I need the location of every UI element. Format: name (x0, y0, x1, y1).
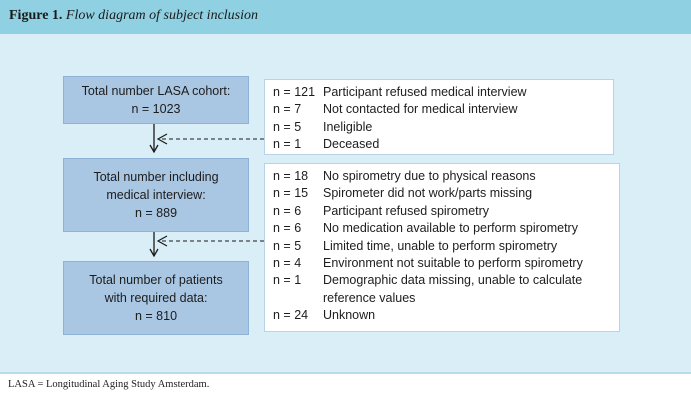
exclusion-reason: Unknown (323, 308, 376, 323)
exclusion-row: n = 5 Ineligible (273, 119, 613, 136)
dashed-arrowhead-1 (156, 133, 168, 145)
box-lasa-cohort-line-1: Total number LASA cohort: (81, 84, 231, 98)
exclusion-count: n = 4 (273, 256, 302, 271)
exclusion-count: n = 5 (273, 119, 302, 134)
exclusion-count (273, 290, 323, 307)
exclusion-row: n = 18 No spirometry due to physical reas… (273, 168, 619, 185)
exclusion-count: n = 24 (273, 308, 309, 323)
figure-title: Flow diagram of subject inclusion (65, 8, 259, 23)
box-required-data-line-3: n = 810 (134, 309, 178, 323)
box-required-data-line-1: Total number of patients (89, 273, 223, 287)
exclusion-row: n = 7 Not contacted for medical interview (273, 101, 613, 118)
exclusion-reason: Participant refused medical interview (323, 85, 527, 99)
figure-label: Figure 1. (9, 8, 63, 23)
exclusion-row: n = 6 No medication available to perform … (273, 220, 619, 237)
box-lasa-cohort-line-2: n = 1023 (131, 102, 181, 116)
exclusion-count: n = 6 (273, 221, 302, 236)
exclusion-box-2: n = 18 No spirometry due to physical reas… (264, 163, 620, 332)
footer-divider (0, 372, 691, 374)
exclusion-reason: Spirometer did not work/parts missing (323, 186, 533, 201)
exclusion-count: n = 7 (273, 102, 302, 117)
exclusion-count: n = 6 (273, 203, 302, 218)
box-required-data: Total number of patients with required d… (63, 261, 249, 335)
exclusion-reason: Deceased (323, 137, 380, 152)
exclusion-reason: Not contacted for medical interview (323, 102, 518, 117)
exclusion-count: n = 121 (273, 85, 316, 99)
exclusion-reason: Demographic data missing, unable to calc… (323, 273, 583, 288)
box-medical-interview-line-1: Total number including (93, 170, 219, 184)
exclusion-reason: Environment not suitable to perform spir… (323, 256, 583, 271)
exclusion-reason: reference values (323, 290, 416, 305)
exclusion-reason: Ineligible (323, 119, 373, 134)
figure-header: Figure 1. Flow diagram of subject inclus… (0, 0, 691, 34)
exclusion-row: n = 1 Demographic data missing, unable to… (273, 272, 619, 289)
exclusion-row: reference values (273, 290, 619, 307)
exclusion-reason: Limited time, unable to perform spiromet… (323, 238, 558, 253)
box-required-data-line-2: with required data: (104, 291, 208, 305)
exclusion-count: n = 18 (273, 169, 309, 183)
exclusion-row: n = 4 Environment not suitable to perform… (273, 255, 619, 272)
exclusion-row: n = 5 Limited time, unable to perform spi… (273, 238, 619, 255)
arrow-head-2 (149, 248, 159, 258)
figure-caption: Figure 1. Flow diagram of subject inclus… (9, 8, 258, 24)
exclusion-row: n = 15 Spirometer did not work/parts miss… (273, 185, 619, 202)
exclusion-reason: No medication available to perform spiro… (323, 221, 578, 236)
exclusion-row: n = 1 Deceased (273, 136, 613, 153)
box-medical-interview-line-3: n = 889 (134, 206, 178, 220)
arrow-head-1 (149, 144, 159, 154)
dashed-arrowhead-2 (156, 235, 168, 247)
exclusion-count: n = 5 (273, 238, 302, 253)
exclusion-reason: No spirometry due to physical reasons (323, 169, 536, 183)
exclusion-count: n = 1 (273, 273, 302, 288)
box-medical-interview: Total number including medical interview… (63, 158, 249, 232)
box-medical-interview-line-2: medical interview: (106, 188, 206, 202)
exclusion-count: n = 15 (273, 186, 309, 201)
footnote: LASA = Longitudinal Aging Study Amsterda… (8, 379, 210, 390)
box-lasa-cohort: Total number LASA cohort: n = 1023 (63, 76, 249, 124)
exclusion-row: n = 6 Participant refused spirometry (273, 203, 619, 220)
exclusion-row: n = 24 Unknown (273, 307, 619, 324)
exclusion-row: n = 121 Participant refused medical inter… (273, 84, 613, 101)
exclusion-count: n = 1 (273, 137, 302, 152)
exclusion-reason: Participant refused spirometry (323, 203, 490, 218)
exclusion-box-1: n = 121 Participant refused medical inter… (264, 79, 614, 155)
